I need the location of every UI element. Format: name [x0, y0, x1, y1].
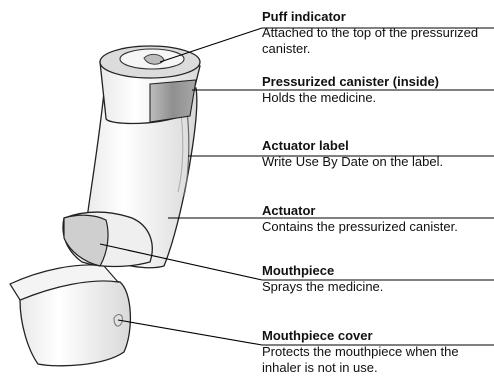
- label-title: Mouthpiece: [262, 263, 494, 279]
- label-description: Sprays the medicine.: [262, 279, 494, 295]
- label-description: Protects the mouthpiece when the inhaler…: [262, 344, 494, 376]
- mouthpiece-cover-shape: [10, 265, 130, 366]
- label-description: Contains the pressurized canister.: [262, 219, 494, 235]
- label-title: Mouthpiece cover: [262, 328, 494, 344]
- label-description: Write Use By Date on the label.: [262, 154, 494, 170]
- label-title: Puff indicator: [262, 9, 494, 25]
- label-title: Pressurized canister (inside): [262, 74, 494, 90]
- label-puff-indicator: Puff indicator Attached to the top of th…: [262, 9, 494, 57]
- label-title: Actuator: [262, 203, 494, 219]
- label-actuator: Actuator Contains the pressurized canist…: [262, 203, 494, 235]
- leader-line-puff: [160, 28, 262, 62]
- canister-cap-shape: [100, 46, 200, 124]
- label-description: Holds the medicine.: [262, 90, 494, 106]
- label-mouthpiece: Mouthpiece Sprays the medicine.: [262, 263, 494, 295]
- leader-line-cover: [118, 320, 262, 345]
- label-pressurized-canister: Pressurized canister (inside) Holds the …: [262, 74, 494, 106]
- label-mouthpiece-cover: Mouthpiece cover Protects the mouthpiece…: [262, 328, 494, 376]
- label-description: Attached to the top of the pressurized c…: [262, 25, 494, 57]
- label-actuator-label: Actuator label Write Use By Date on the …: [262, 138, 494, 170]
- label-title: Actuator label: [262, 138, 494, 154]
